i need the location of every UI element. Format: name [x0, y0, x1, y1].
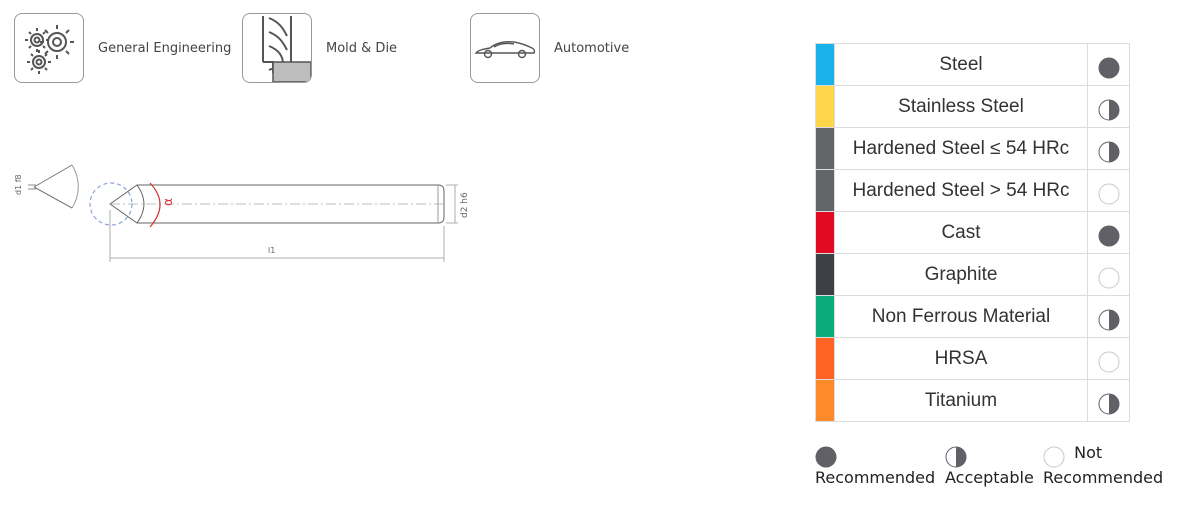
material-name: Hardened Steel ≤ 54 HRc — [834, 127, 1088, 170]
d2-label: d2 h6 — [460, 192, 470, 218]
material-name: Non Ferrous Material — [834, 295, 1088, 338]
l1-dimension — [109, 210, 445, 262]
tool-body — [109, 184, 445, 224]
tip-view — [28, 164, 79, 209]
material-row: Hardened Steel > 54 HRc — [815, 169, 1130, 212]
material-color-swatch — [815, 295, 835, 338]
half-circle-icon — [1098, 141, 1119, 162]
alpha-arc — [149, 182, 161, 228]
alpha-label: α — [161, 198, 175, 206]
material-row: Non Ferrous Material — [815, 295, 1130, 338]
material-row: Stainless Steel — [815, 85, 1130, 128]
legend-not-recommended-label: Recommended — [1043, 468, 1164, 487]
material-color-swatch — [815, 85, 835, 128]
full-circle-icon — [815, 446, 837, 468]
material-rating — [1087, 211, 1130, 254]
material-color-swatch — [815, 253, 835, 296]
material-name: Titanium — [834, 379, 1088, 422]
material-row: Titanium — [815, 379, 1130, 422]
material-name: Cast — [834, 211, 1088, 254]
industry-automotive[interactable]: Automotive — [470, 13, 629, 83]
gears-icon — [14, 13, 84, 83]
industry-label: Automotive — [554, 40, 630, 56]
legend-acceptable — [945, 440, 967, 468]
mold-die-icon — [242, 13, 312, 83]
material-row: Steel — [815, 43, 1130, 86]
car-icon — [470, 13, 540, 83]
material-rating — [1087, 85, 1130, 128]
material-color-swatch — [815, 337, 835, 380]
industry-label: Mold & Die — [326, 40, 398, 56]
empty-circle-icon — [1098, 351, 1119, 372]
material-color-swatch — [815, 211, 835, 254]
material-rating — [1087, 295, 1130, 338]
tool-technical-drawing: d1 f8 α d2 h6 l1 — [10, 150, 470, 270]
empty-circle-icon — [1098, 183, 1119, 204]
material-rating — [1087, 379, 1130, 422]
material-rating — [1087, 253, 1130, 296]
legend-recommended-label: Recommended — [815, 468, 936, 487]
d2-dimension — [446, 184, 458, 224]
half-circle-icon — [1098, 393, 1119, 414]
material-name: HRSA — [834, 337, 1088, 380]
legend-not-recommended: Not — [1043, 440, 1102, 468]
material-color-swatch — [815, 127, 835, 170]
material-color-swatch — [815, 43, 835, 86]
legend-acceptable-label: Acceptable — [945, 468, 1034, 487]
material-color-swatch — [815, 169, 835, 212]
half-circle-icon — [1098, 99, 1119, 120]
half-circle-icon — [1098, 309, 1119, 330]
material-rating — [1087, 169, 1130, 212]
material-name: Stainless Steel — [834, 85, 1088, 128]
material-rating — [1087, 127, 1130, 170]
material-row: HRSA — [815, 337, 1130, 380]
material-rating — [1087, 337, 1130, 380]
industry-mold-die[interactable]: Mold & Die — [242, 13, 397, 83]
legend-not-prefix: Not — [1074, 442, 1103, 462]
half-circle-icon — [945, 446, 967, 468]
full-circle-icon — [1098, 57, 1119, 78]
material-name: Hardened Steel > 54 HRc — [834, 169, 1088, 212]
material-name: Graphite — [834, 253, 1088, 296]
material-row: Hardened Steel ≤ 54 HRc — [815, 127, 1130, 170]
material-rating — [1087, 43, 1130, 86]
material-row: Graphite — [815, 253, 1130, 296]
d1-label: d1 f8 — [14, 174, 23, 195]
tool-drawing-svg: d1 f8 α d2 h6 l1 — [14, 164, 470, 262]
industry-general-engineering[interactable]: General Engineering — [14, 13, 231, 83]
material-name: Steel — [834, 43, 1088, 86]
empty-circle-icon — [1098, 267, 1119, 288]
full-circle-icon — [1098, 225, 1119, 246]
legend-recommended — [815, 440, 837, 468]
material-row: Cast — [815, 211, 1130, 254]
l1-label: l1 — [268, 246, 275, 255]
industry-label: General Engineering — [98, 40, 232, 56]
empty-circle-icon — [1043, 446, 1065, 468]
material-color-swatch — [815, 379, 835, 422]
